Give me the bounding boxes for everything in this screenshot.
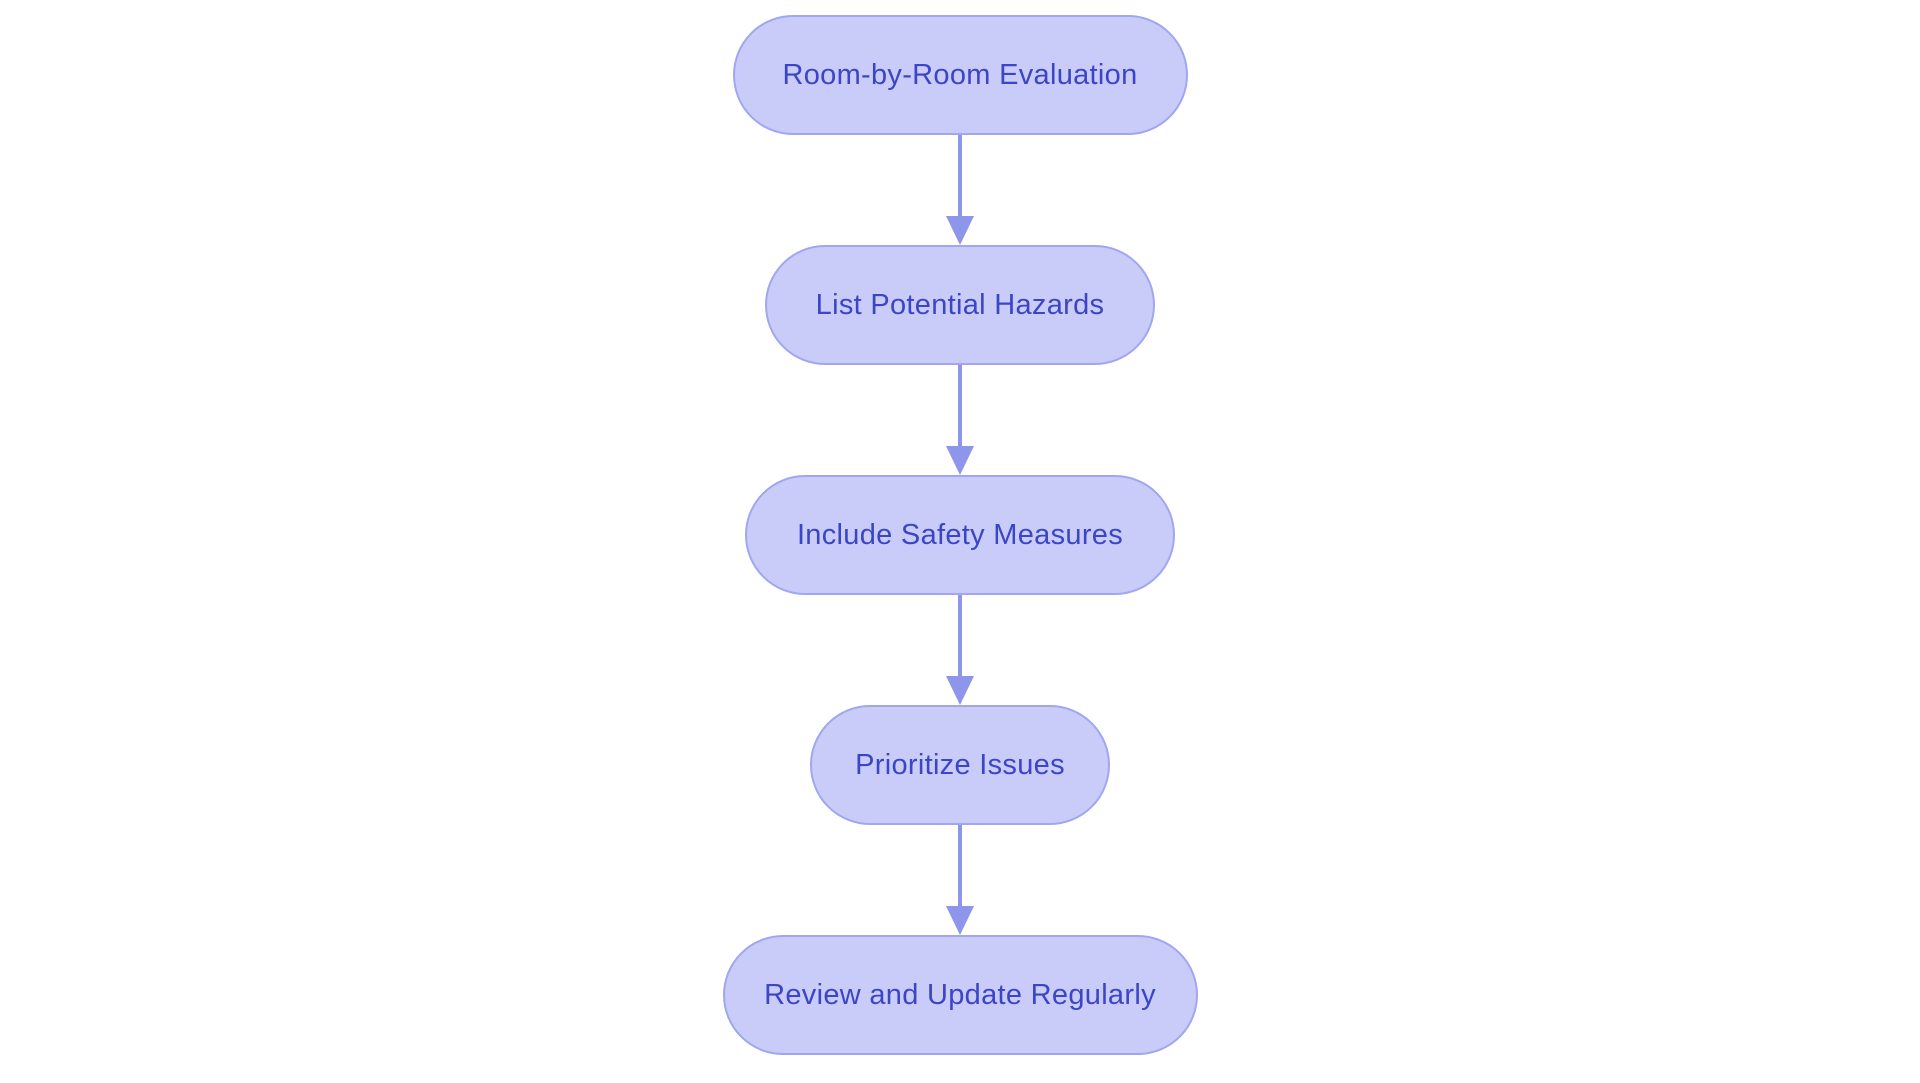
node-label: Room-by-Room Evaluation bbox=[782, 58, 1138, 91]
flowchart-canvas: Room-by-Room Evaluation List Potential H… bbox=[722, 15, 1198, 1055]
flow-node-include-safety-measures: Include Safety Measures bbox=[745, 475, 1175, 595]
arrowhead-down-icon bbox=[946, 906, 974, 935]
flow-node-review-and-update-regularly: Review and Update Regularly bbox=[722, 935, 1198, 1055]
flow-node-prioritize-issues: Prioritize Issues bbox=[810, 705, 1110, 825]
arrow-shaft bbox=[958, 365, 962, 446]
arrowhead-down-icon bbox=[946, 676, 974, 705]
node-label: Review and Update Regularly bbox=[764, 978, 1156, 1011]
flow-node-list-potential-hazards: List Potential Hazards bbox=[765, 245, 1155, 365]
arrowhead-down-icon bbox=[946, 446, 974, 475]
arrow-shaft bbox=[958, 135, 962, 216]
node-label: Prioritize Issues bbox=[855, 748, 1065, 781]
flow-arrow-down-1 bbox=[946, 135, 974, 245]
arrow-shaft bbox=[958, 595, 962, 676]
flow-arrow-down-4 bbox=[946, 825, 974, 935]
node-label: List Potential Hazards bbox=[815, 288, 1105, 321]
arrow-shaft bbox=[958, 825, 962, 906]
flow-node-room-by-room-evaluation: Room-by-Room Evaluation bbox=[732, 15, 1188, 135]
arrowhead-down-icon bbox=[946, 216, 974, 245]
flow-arrow-down-2 bbox=[946, 365, 974, 475]
node-label: Include Safety Measures bbox=[796, 518, 1124, 551]
flow-arrow-down-3 bbox=[946, 595, 974, 705]
